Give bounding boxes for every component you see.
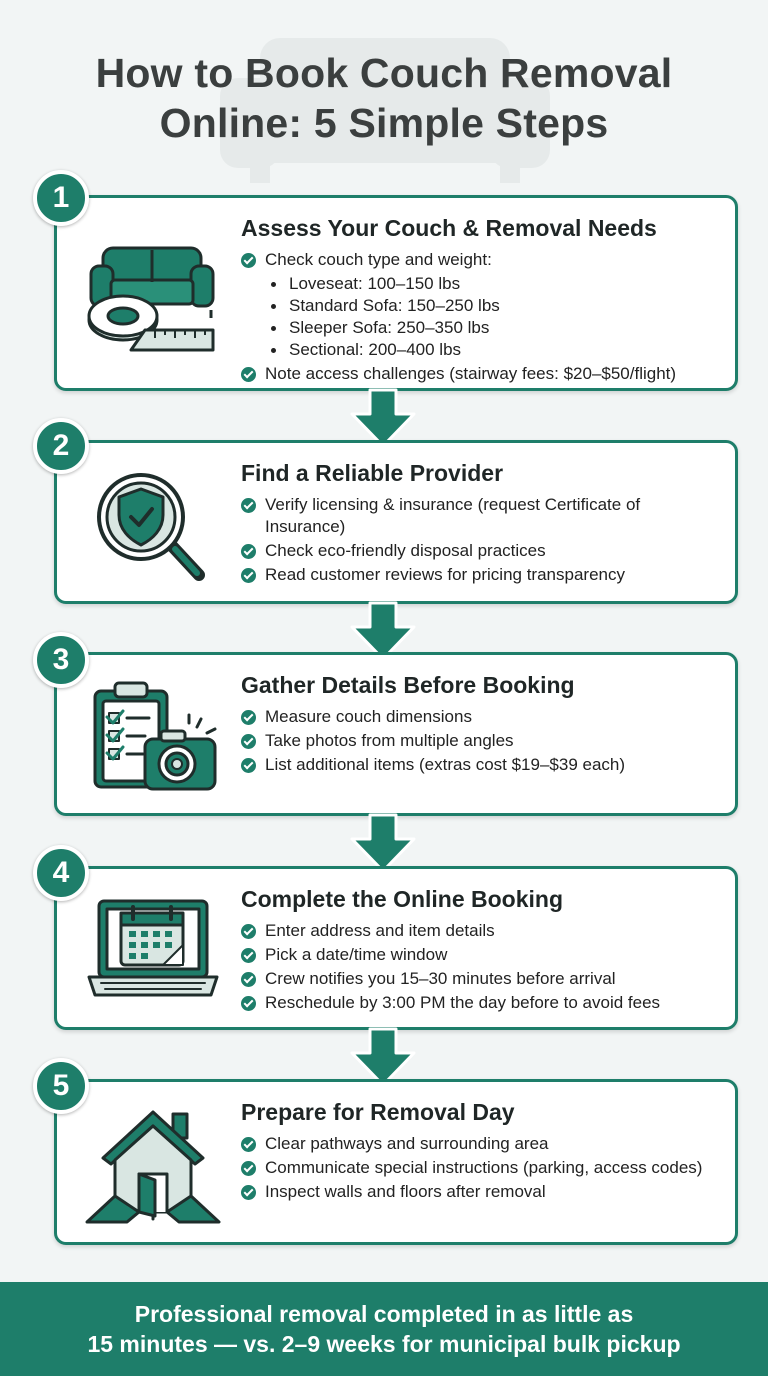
list-item: Check eco-friendly disposal practices	[241, 540, 721, 562]
list-item: Crew notifies you 15–30 minutes before a…	[241, 968, 721, 990]
item-text: Clear pathways and surrounding area	[265, 1134, 549, 1153]
item-text: Reschedule by 3:00 PM the day before to …	[265, 993, 661, 1012]
item-text: Enter address and item details	[265, 921, 495, 940]
check-icon	[241, 367, 256, 382]
item-text: Loveseat: 100–150 lbs	[289, 274, 461, 293]
item-text: Check couch type and weight:	[265, 250, 492, 269]
step-title-1: Assess Your Couch & Removal Needs	[241, 215, 657, 241]
item-text: Check eco-friendly disposal practices	[265, 541, 546, 560]
footer-banner: Professional removal completed in as lit…	[0, 1282, 768, 1376]
step-card-1: Assess Your Couch & Removal Needs Check …	[54, 195, 738, 391]
check-icon	[241, 1137, 256, 1152]
check-icon	[241, 734, 256, 749]
house-path-icon	[85, 1110, 221, 1224]
list-item: Enter address and item details	[241, 920, 721, 942]
item-text: Take photos from multiple angles	[265, 731, 514, 750]
item-text: Measure couch dimensions	[265, 707, 472, 726]
couch-and-tape-measure-icon	[87, 246, 215, 352]
item-text: Verify licensing & insurance (request Ce…	[265, 495, 641, 536]
clipboard-camera-icon	[93, 681, 217, 791]
list-item: Reschedule by 3:00 PM the day before to …	[241, 992, 721, 1014]
check-icon	[241, 710, 256, 725]
check-icon	[241, 1161, 256, 1176]
item-text: Inspect walls and floors after removal	[265, 1182, 546, 1201]
step-number-badge-5: 5	[33, 1058, 89, 1114]
list-item: Read customer reviews for pricing transp…	[241, 564, 721, 586]
step-card-5: Prepare for Removal Day Clear pathways a…	[54, 1079, 738, 1245]
list-item: Pick a date/time window	[241, 944, 721, 966]
item-text: Crew notifies you 15–30 minutes before a…	[265, 969, 616, 988]
footer-line-1: Professional removal completed in as lit…	[134, 1301, 634, 1327]
item-text: Sectional: 200–400 lbs	[289, 340, 462, 359]
check-icon	[241, 972, 256, 987]
sub-list-item: Sleeper Sofa: 250–350 lbs	[241, 317, 721, 339]
step-card-3: Gather Details Before Booking Measure co…	[54, 652, 738, 816]
step-number-badge-3: 3	[33, 632, 89, 688]
step-number-badge-2: 2	[33, 418, 89, 474]
check-icon	[241, 924, 256, 939]
item-text: Communicate special instructions (parkin…	[265, 1158, 703, 1177]
item-text: List additional items (extras cost $19–$…	[265, 755, 626, 774]
item-text: Pick a date/time window	[265, 945, 448, 964]
list-item: Clear pathways and surrounding area	[241, 1133, 721, 1155]
step-title-5: Prepare for Removal Day	[241, 1099, 515, 1125]
background-couch-icon	[220, 38, 550, 183]
item-text: Note access challenges (stairway fees: $…	[265, 364, 677, 383]
list-item: Note access challenges (stairway fees: $…	[241, 363, 721, 385]
arrow-down-icon	[350, 388, 416, 448]
check-icon	[241, 1185, 256, 1200]
magnifier-shield-icon	[97, 473, 205, 581]
list-item: Measure couch dimensions	[241, 706, 721, 728]
step-card-4: Complete the Online Booking Enter addres…	[54, 866, 738, 1030]
check-icon	[241, 758, 256, 773]
step-card-2: Find a Reliable Provider Verify licensin…	[54, 440, 738, 604]
laptop-calendar-icon	[87, 899, 219, 997]
check-icon	[241, 253, 256, 268]
list-item: Inspect walls and floors after removal	[241, 1181, 721, 1203]
arrow-down-icon	[350, 813, 416, 873]
list-item: Check couch type and weight:	[241, 249, 721, 271]
sub-list-item: Loveseat: 100–150 lbs	[241, 273, 721, 295]
check-icon	[241, 498, 256, 513]
title-line-2: Online: 5 Simple Steps	[159, 100, 609, 146]
item-text: Standard Sofa: 150–250 lbs	[289, 296, 500, 315]
footer-line-2: 15 minutes — vs. 2–9 weeks for municipal…	[87, 1331, 681, 1357]
list-item: Take photos from multiple angles	[241, 730, 721, 752]
sub-list-item: Sectional: 200–400 lbs	[241, 339, 721, 361]
check-icon	[241, 996, 256, 1011]
item-text: Sleeper Sofa: 250–350 lbs	[289, 318, 490, 337]
list-item: Verify licensing & insurance (request Ce…	[241, 494, 721, 538]
step-number-badge-1: 1	[33, 170, 89, 226]
item-text: Read customer reviews for pricing transp…	[265, 565, 625, 584]
list-item: Communicate special instructions (parkin…	[241, 1157, 721, 1179]
step-number-badge-4: 4	[33, 845, 89, 901]
check-icon	[241, 568, 256, 583]
check-icon	[241, 948, 256, 963]
step-title-3: Gather Details Before Booking	[241, 672, 575, 698]
sub-list-item: Standard Sofa: 150–250 lbs	[241, 295, 721, 317]
step-title-4: Complete the Online Booking	[241, 886, 564, 912]
list-item: List additional items (extras cost $19–$…	[241, 754, 721, 776]
title-line-1: How to Book Couch Removal	[95, 50, 673, 96]
arrow-down-icon	[350, 1027, 416, 1087]
page-title: How to Book Couch Removal Online: 5 Simp…	[0, 48, 768, 148]
step-title-2: Find a Reliable Provider	[241, 460, 504, 486]
check-icon	[241, 544, 256, 559]
arrow-down-icon	[350, 601, 416, 661]
